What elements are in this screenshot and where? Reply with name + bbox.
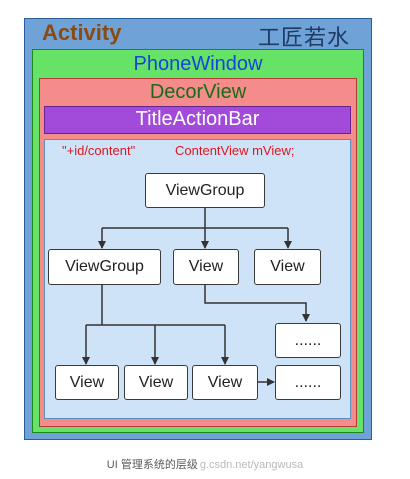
node-root-viewgroup: ViewGroup bbox=[145, 173, 265, 208]
content-id-label: "+id/content" bbox=[62, 143, 136, 158]
node-more-2: ...... bbox=[275, 365, 341, 400]
phone-window-label: PhoneWindow bbox=[133, 53, 263, 75]
node-more-1: ...... bbox=[275, 323, 341, 358]
arrow-to-more-1 bbox=[204, 285, 310, 322]
logo-text: 工匠若水 bbox=[258, 26, 351, 51]
node-child-view-2: View bbox=[254, 249, 321, 285]
node-leaf-view-2: View bbox=[124, 365, 188, 400]
node-child-viewgroup: ViewGroup bbox=[48, 249, 161, 285]
title-action-bar-label: TitleActionBar bbox=[135, 108, 260, 130]
node-child-view-1: View bbox=[173, 249, 239, 285]
decor-view-label: DecorView bbox=[149, 81, 247, 103]
content-view-label: ContentView mView; bbox=[175, 143, 295, 158]
caption-watermark: g.csdn.net/yangwusa bbox=[199, 459, 304, 471]
activity-label: Activity bbox=[42, 20, 122, 45]
title-action-bar bbox=[44, 106, 351, 134]
caption-text: UI 管理系统的层级 bbox=[106, 459, 198, 471]
node-leaf-view-3: View bbox=[192, 365, 258, 400]
node-leaf-view-1: View bbox=[55, 365, 119, 400]
